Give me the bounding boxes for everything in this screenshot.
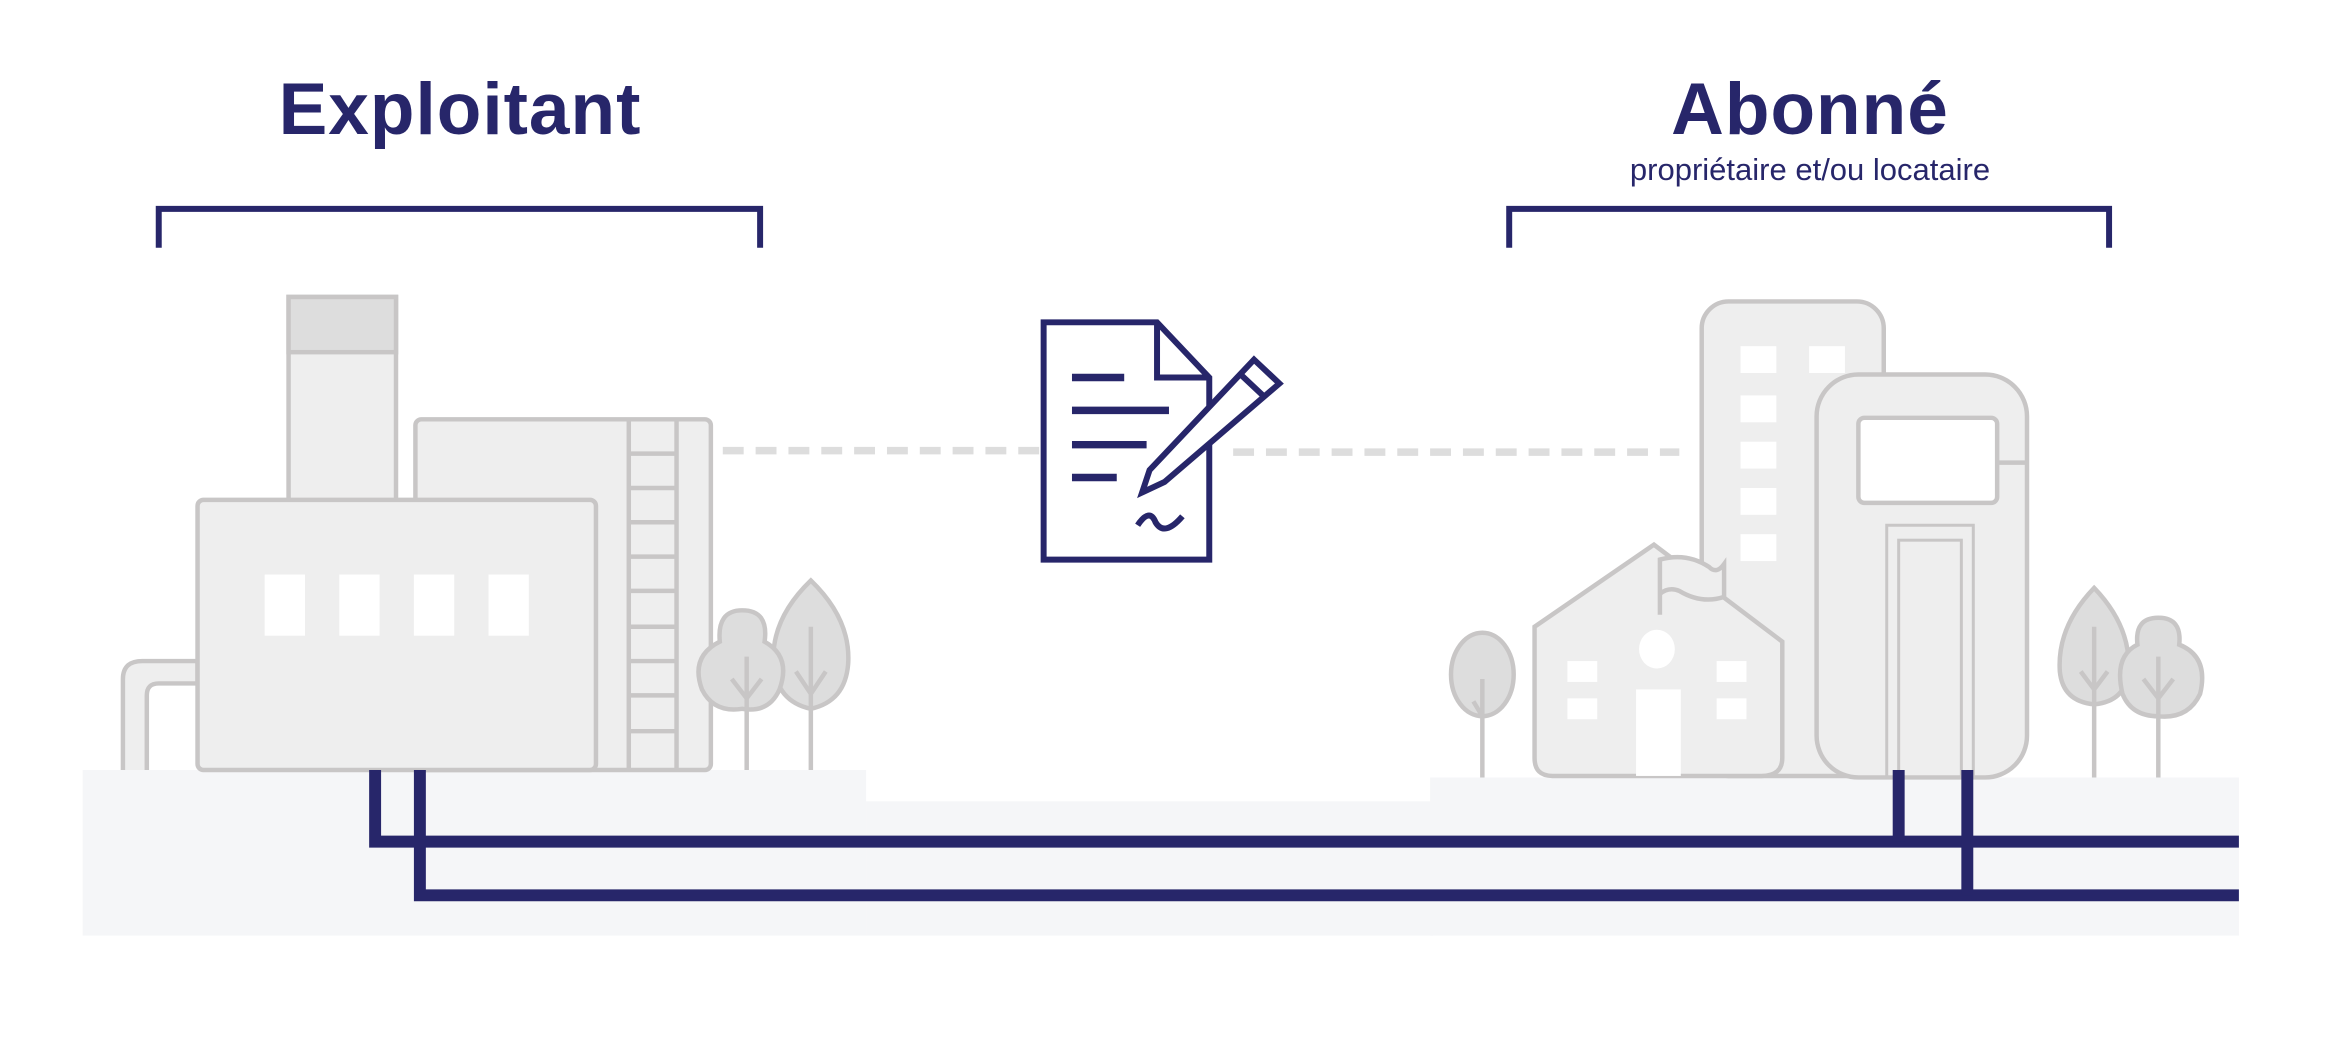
tree-icon <box>696 577 851 770</box>
exploitant-bracket <box>155 205 764 248</box>
heat-network-pipes <box>369 769 2239 902</box>
ground <box>82 769 2239 936</box>
abonne-subtitle: propriétaire et/ou locataire <box>1629 152 1991 187</box>
residential-buildings-icon <box>1532 299 2030 780</box>
exploitant-title: Exploitant <box>278 69 642 150</box>
contract-signature-icon <box>1040 319 1284 563</box>
abonne-title: Abonné <box>1671 69 1949 150</box>
factory-icon <box>120 294 714 773</box>
contract-link-dashed <box>722 446 1680 456</box>
tree-icon <box>1448 584 2205 778</box>
abonne-bracket <box>1506 205 2113 248</box>
